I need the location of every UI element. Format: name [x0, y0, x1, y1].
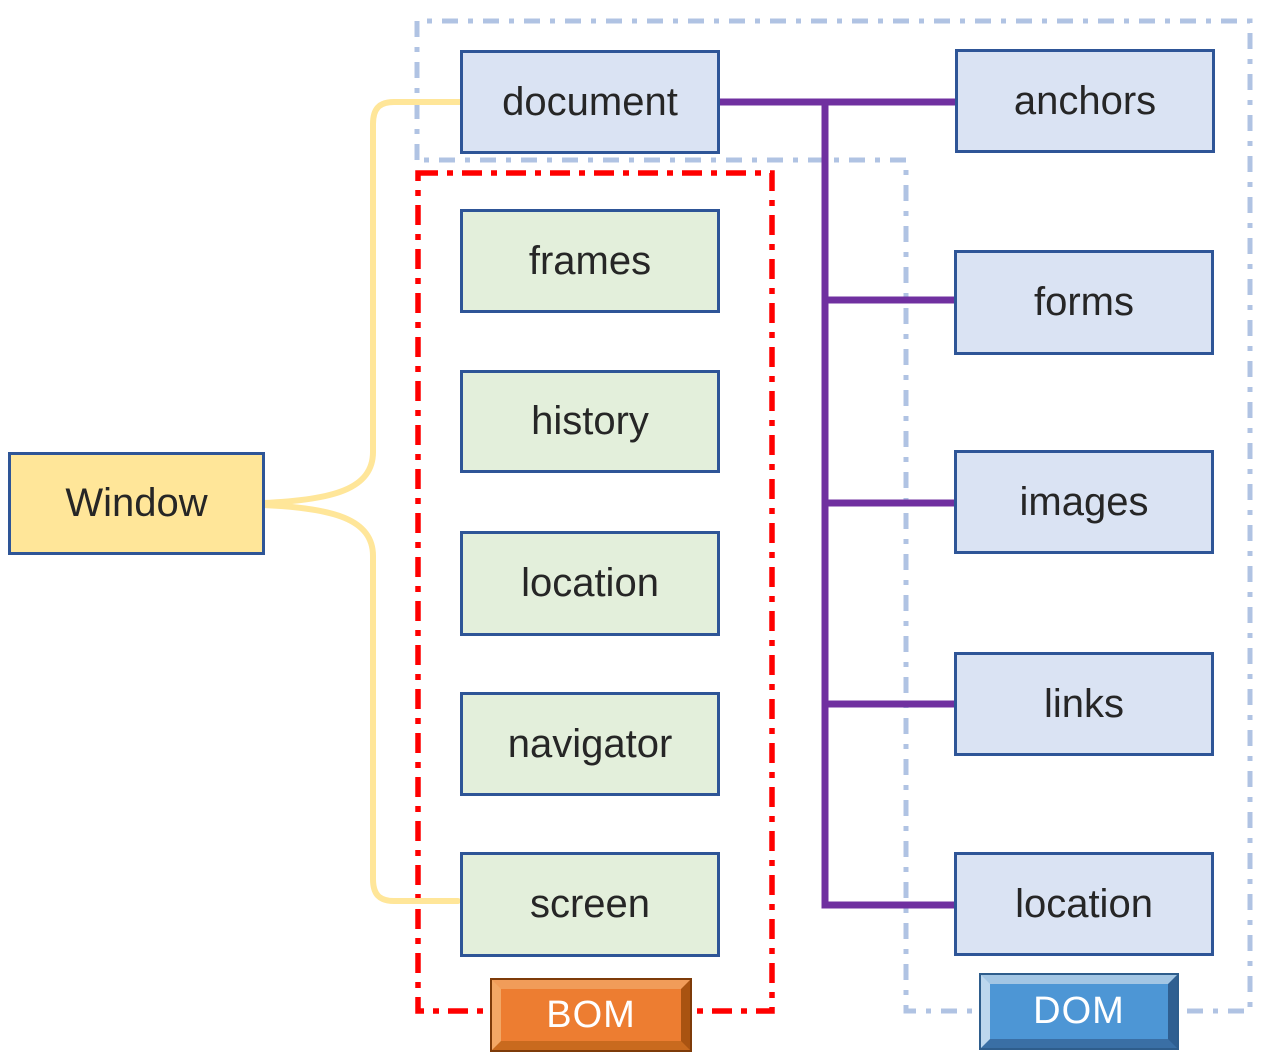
links-node: links [954, 652, 1214, 756]
anchors-node-label: anchors [1013, 78, 1157, 123]
screen-node: screen [460, 852, 720, 957]
document-node-label: document [502, 79, 678, 124]
bom-badge: BOM [492, 980, 690, 1050]
window-node-label: Window [65, 481, 208, 525]
window-node: Window [8, 452, 265, 555]
images-node: images [954, 450, 1214, 554]
document-node: document [460, 50, 720, 154]
frames-node-label: frames [528, 238, 652, 283]
dom-location-node-label: location [1015, 881, 1153, 926]
bom-badge-label: BOM [546, 993, 636, 1036]
forms-node-label: forms [1034, 280, 1134, 324]
window-brace-upper-arm [260, 99, 463, 506]
bom-location-node-label: location [521, 561, 659, 605]
window-brace-lower-arm [260, 502, 461, 904]
frames-node: frames [460, 209, 720, 313]
images-node-label: images [1019, 479, 1149, 524]
bom-location-node: location [460, 531, 720, 636]
dom-boundary-outline [414, 18, 1253, 1014]
history-node-label: history [531, 399, 649, 443]
links-node-label: links [1043, 681, 1125, 726]
navigator-node-label: navigator [507, 721, 673, 766]
navigator-node: navigator [460, 692, 720, 796]
dom-badge: DOM [981, 975, 1177, 1048]
forms-node: forms [954, 250, 1214, 355]
purple-connector-trunk-location [821, 102, 954, 909]
history-node: history [460, 370, 720, 473]
dom-location-node: location [954, 852, 1214, 956]
screen-node-label: screen [529, 882, 651, 926]
anchors-node: anchors [955, 49, 1215, 153]
dom-badge-label: DOM [1033, 990, 1125, 1032]
